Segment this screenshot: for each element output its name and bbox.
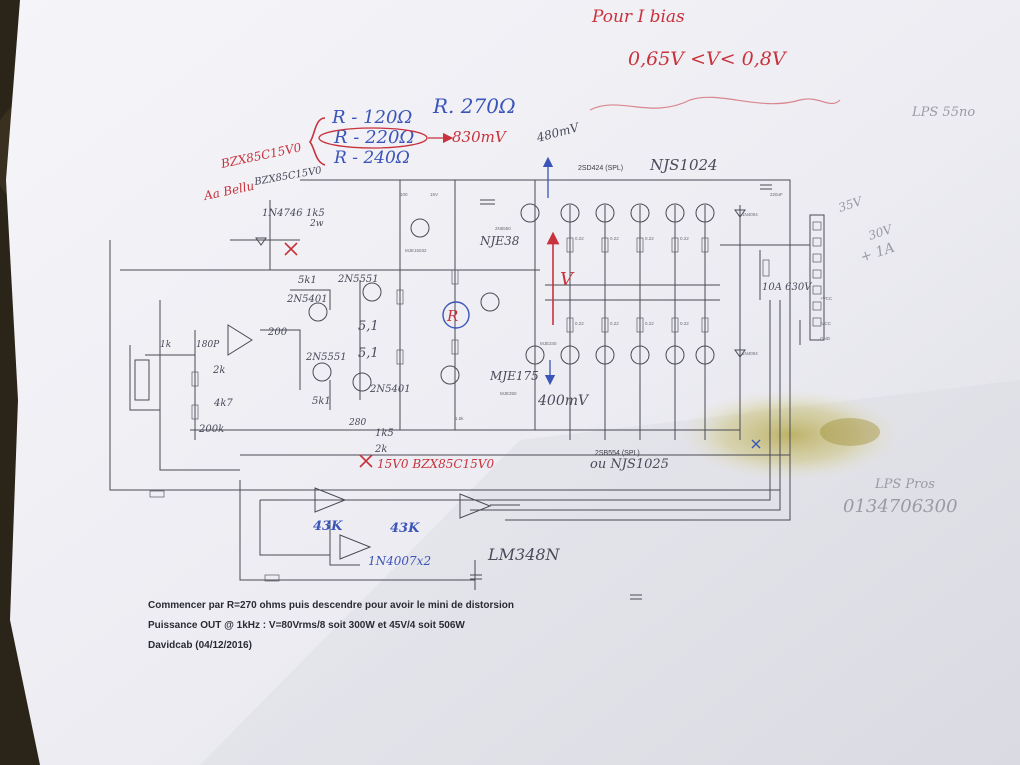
output-transistor-row-top (520, 203, 715, 223)
r-1k5: 1k5 (306, 208, 325, 219)
lps-bottom: LPS Pros (874, 477, 935, 492)
k43-b: 43K (390, 521, 420, 536)
res-option-240: R - 240Ω (333, 148, 410, 168)
out-npn-print: 2SB554 (SPL) (595, 450, 640, 457)
caption-line-2: Puissance OUT @ 1kHz : V=80Vrms/8 soit 3… (148, 620, 465, 631)
svg-text:0.22: 0.22 (645, 321, 654, 326)
opamp-input (227, 324, 253, 356)
q-2n5551: 2N5551 (337, 274, 379, 285)
res-option-270: R. 270Ω (432, 94, 516, 118)
r-4k7: 4k7 (213, 398, 233, 409)
output-connector (809, 214, 825, 341)
r-circled: R (446, 307, 458, 325)
svg-text:2N5550: 2N5550 (495, 226, 511, 231)
r-5k1b: 5k1 (312, 396, 331, 407)
svg-text:220uF: 220uF (770, 192, 783, 197)
svg-text:1N4004: 1N4004 (742, 351, 758, 356)
bias-squiggle (589, 96, 841, 111)
r-circle (442, 301, 470, 329)
opamp-lm348-a (314, 487, 347, 513)
r-200k: 200k (198, 424, 224, 435)
caption-line-3: Davidcab (04/12/2016) (148, 640, 252, 651)
svg-text:0.22: 0.22 (610, 321, 619, 326)
stain-small (820, 418, 880, 446)
svg-text:15V: 15V (430, 192, 438, 197)
svg-text:1N4004: 1N4004 (742, 212, 758, 217)
output-transistor-row-bottom (525, 345, 715, 365)
k43-a: 43K (313, 519, 343, 534)
q-2n5401: 2N5401 (286, 294, 328, 305)
paper-sheet (6, 0, 1020, 765)
r-1kf: 1k (160, 340, 171, 350)
caption-line-1: Commencer par R=270 ohms puis descendre … (148, 600, 514, 611)
svg-text:MJE15032: MJE15032 (405, 248, 427, 253)
r-280: 280 (348, 418, 366, 428)
svg-text:0.22: 0.22 (575, 321, 584, 326)
v-label: V (560, 269, 575, 290)
lps-top: LPS 55no (911, 105, 975, 120)
r-200: 200 (267, 327, 288, 338)
q-upper-pnp: NJE38 (479, 234, 520, 248)
v-bottom: 400mV (537, 393, 590, 409)
res-bracket (308, 117, 326, 166)
r-2k2: 2k (374, 444, 387, 455)
res-option-220: R - 220Ω (333, 127, 414, 148)
phone: 0134706300 (843, 496, 958, 517)
zener-bottom: 15V0 BZX85C15V0 (377, 457, 494, 471)
q-2n5401b: 2N5401 (369, 384, 411, 395)
opamp-lm348-b (459, 493, 492, 519)
r-2k: 2k (212, 365, 225, 376)
out-pnp-print: 2SD424 (SPL) (578, 165, 623, 172)
r-5k1: 5k1 (298, 275, 317, 286)
svg-text:0.22: 0.22 (680, 321, 689, 326)
bias-range: 0,65V <V< 0,8V (628, 48, 788, 70)
r-1k5b: 1k5 (375, 428, 394, 439)
svg-text:GND: GND (820, 336, 831, 341)
svg-text:+VCC: +VCC (820, 296, 833, 301)
r-5-1a: 5,1 (358, 319, 379, 334)
svg-text:0.22: 0.22 (610, 236, 619, 241)
opamp-left: 1N4007x2 (368, 554, 431, 568)
opamp-right: LM348N (487, 545, 561, 564)
emitter-resistors (396, 237, 709, 365)
svg-text:MJE350: MJE350 (500, 391, 517, 396)
svg-text:0.22: 0.22 (680, 236, 689, 241)
q-2n5551b: 2N5551 (305, 352, 347, 363)
svg-text:0.22: 0.22 (645, 236, 654, 241)
svg-text:1.5k: 1.5k (455, 416, 464, 421)
out-npn: ou NJS1025 (590, 457, 669, 472)
opamp-lm348-c (339, 534, 372, 560)
q-lower-npn: MJE175 (489, 369, 539, 383)
res-circle (318, 127, 428, 149)
diode-top: 1N4746 (262, 208, 303, 219)
res-result: 830mV (452, 128, 508, 146)
res-option-120: R - 120Ω (331, 107, 412, 128)
out-pnp: NJS1024 (649, 156, 718, 174)
svg-text:-VCC: -VCC (820, 321, 832, 326)
r-180p: 180P (196, 340, 220, 350)
svg-text:MJE340: MJE340 (540, 341, 557, 346)
r-5-1b: 5,1 (358, 346, 379, 361)
fuse: 10A 630V (762, 282, 813, 293)
r-2w: 2w (309, 219, 324, 229)
svg-text:100: 100 (400, 192, 408, 197)
schematic-components (134, 184, 825, 600)
svg-text:0.22: 0.22 (575, 236, 584, 241)
bias-title: Pour I bias (591, 7, 685, 27)
